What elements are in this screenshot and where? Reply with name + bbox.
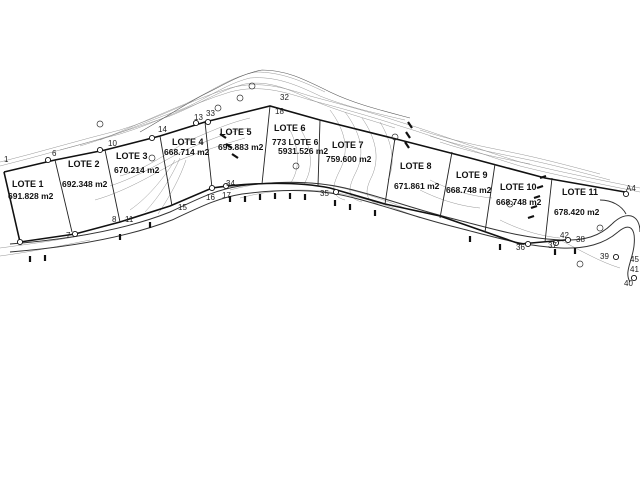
vertex-label: 14 xyxy=(158,125,167,134)
lot-name: LOTE 1 xyxy=(12,179,44,189)
vertex-label: 36 xyxy=(516,243,525,252)
lot-area: 678.420 m2 xyxy=(554,207,600,217)
vertex-label: 8 xyxy=(112,215,117,224)
vertex-label: 37 xyxy=(548,241,557,250)
lot-name: LOTE 3 xyxy=(116,151,148,161)
lot-name: LOTE 6 xyxy=(274,123,306,133)
vertex-label: 38 xyxy=(576,235,585,244)
lot-name: LOTE 7 xyxy=(332,140,364,150)
lot-area: 759.600 m2 xyxy=(326,154,372,164)
vertex-label: 41 xyxy=(630,265,639,274)
vertex-label: 11 xyxy=(125,215,134,224)
lot-area: 670.214 m2 xyxy=(114,165,160,175)
vertex-label: 35 xyxy=(320,189,329,198)
lot-name: LOTE 10 xyxy=(500,182,537,192)
vertex-label: A4 xyxy=(626,184,636,193)
lot-dividers xyxy=(54,105,553,243)
vertex-label: 15 xyxy=(178,203,187,212)
lot-area: 695.883 m2 xyxy=(218,142,264,152)
property-boundary xyxy=(3,105,626,245)
vertex-label: 32 xyxy=(280,93,289,102)
vertex-label: 1 xyxy=(4,155,9,164)
vertex-label: 42 xyxy=(560,231,569,240)
lot-area: 5931.526 m2 xyxy=(278,146,328,156)
vertex-label: 17 xyxy=(222,191,231,200)
lot-name: LOTE 4 xyxy=(172,137,204,147)
vertex-markers xyxy=(16,82,638,282)
vertex-label: 45 xyxy=(630,255,639,264)
lot-name: LOTE 11 xyxy=(562,187,598,197)
vertex-label: 18 xyxy=(275,107,284,116)
vertex-label: 7 xyxy=(66,231,71,240)
lot-name: LOTE 5 xyxy=(220,127,252,137)
lot-labels: LOTE 1 691.828 m2 LOTE 2 692.348 m2 LOTE… xyxy=(8,123,600,217)
lot-area: 773 LOTE 6 xyxy=(272,137,319,147)
vertex-label: 34 xyxy=(226,179,235,188)
road xyxy=(9,182,640,283)
lot-name: LOTE 2 xyxy=(68,159,100,169)
lot-area: 668.748 m2 xyxy=(496,197,542,207)
vertex-label: 33 xyxy=(206,109,215,118)
vertex-labels: 1 6 7 8 10 11 13 14 15 16 17 18 32 33 34… xyxy=(4,93,639,288)
lot-area: 668.714 m2 xyxy=(164,147,210,157)
lot-name: LOTE 9 xyxy=(456,170,488,180)
road-markers xyxy=(28,121,577,262)
lot-name: LOTE 8 xyxy=(400,161,432,171)
lot-area: 691.828 m2 xyxy=(8,191,54,201)
vertex-label: 40 xyxy=(624,279,633,288)
vertex-label: 6 xyxy=(52,149,57,158)
vertex-label: 39 xyxy=(600,252,609,261)
vertex-label: 13 xyxy=(194,113,203,122)
lot-area: 692.348 m2 xyxy=(62,179,108,189)
vertex-label: 10 xyxy=(108,139,117,148)
lot-area: 668.748 m2 xyxy=(446,185,492,195)
lot-area: 671.861 m2 xyxy=(394,181,440,191)
vertex-label: 16 xyxy=(206,193,215,202)
